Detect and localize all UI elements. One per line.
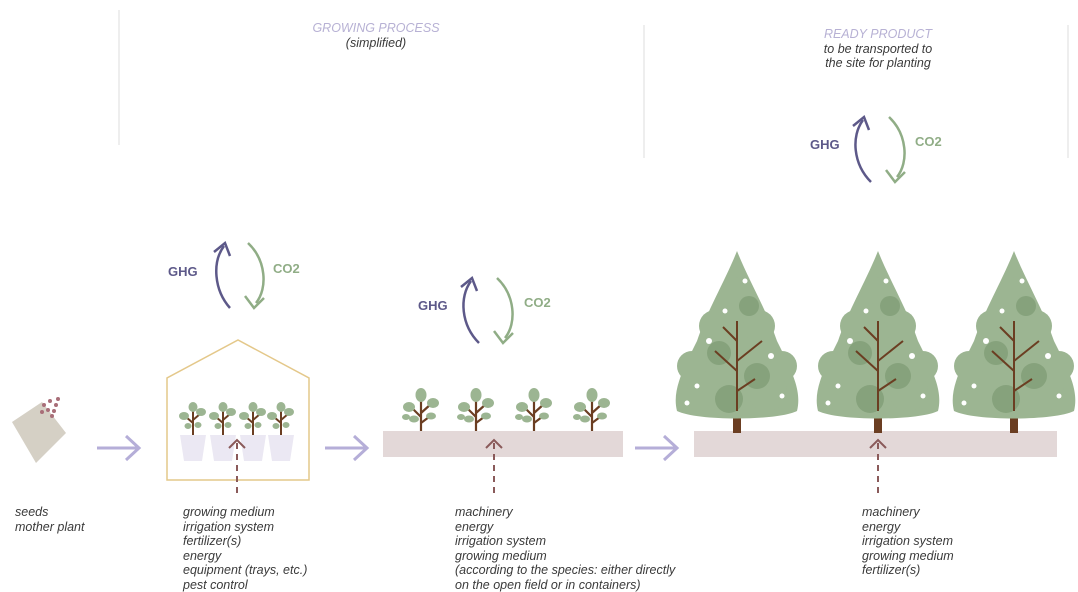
sapling-icon [402, 388, 439, 431]
growing-process-heading: GROWING PROCESS (simplified) [276, 21, 476, 50]
list-item: irrigation system [183, 520, 307, 535]
seed-bag-icon [12, 397, 66, 463]
pot-icon [268, 435, 294, 461]
tree-icon [676, 251, 799, 433]
co2-label: CO2 [273, 261, 300, 276]
ghg-label: GHG [418, 298, 448, 313]
list-item: (according to the species: either direct… [455, 563, 675, 578]
list-item: machinery [862, 505, 954, 520]
co2-arrow-icon [245, 243, 264, 308]
sapling-icon [457, 388, 494, 431]
co2-arrow-icon [886, 117, 905, 182]
ready-product-title: READY PRODUCT [778, 27, 978, 42]
ready-product-heading: READY PRODUCT to be transported to the s… [778, 27, 978, 71]
list-item: pest control [183, 578, 307, 592]
co2-label: CO2 [915, 134, 942, 149]
flow-arrow-icon [325, 436, 367, 460]
seedling-icon [179, 402, 206, 435]
list-item: growing medium [862, 549, 954, 564]
trees-inputs-list: machinery energy irrigation system growi… [862, 505, 954, 578]
tree-icon [953, 251, 1076, 433]
list-item: growing medium [455, 549, 675, 564]
seeds-inputs-list: seeds mother plant [15, 505, 84, 534]
growing-process-subtitle: (simplified) [276, 36, 476, 51]
list-item: irrigation system [862, 534, 954, 549]
list-item: fertilizer(s) [183, 534, 307, 549]
trees-icon [676, 251, 1076, 457]
list-item: on the open field or in containers) [455, 578, 675, 592]
flow-arrow-icon [97, 436, 139, 460]
seedling-icon [239, 402, 266, 435]
ready-product-subtitle-line: the site for planting [778, 56, 978, 71]
sapling-icon [515, 388, 552, 431]
seedling-icon [267, 402, 294, 435]
list-item: growing medium [183, 505, 307, 520]
co2-label: CO2 [524, 295, 551, 310]
ghg-arrow-icon [461, 278, 479, 343]
pot-icon [210, 435, 236, 461]
ghg-arrow-icon [214, 243, 230, 308]
seedling-icon [209, 402, 236, 435]
ghg-arrow-icon [853, 117, 871, 182]
pot-icon [180, 435, 206, 461]
ghg-label: GHG [810, 137, 840, 152]
co2-arrow-icon [494, 278, 513, 343]
ghg-label: GHG [168, 264, 198, 279]
list-item: equipment (trays, etc.) [183, 563, 307, 578]
flow-arrow-icon [635, 436, 677, 460]
list-item: machinery [455, 505, 675, 520]
list-item: seeds [15, 505, 84, 520]
list-item: energy [862, 520, 954, 535]
sapling-icon [573, 388, 610, 431]
growing-process-title: GROWING PROCESS [276, 21, 476, 36]
list-item: fertilizer(s) [862, 563, 954, 578]
list-item: energy [455, 520, 675, 535]
list-item: mother plant [15, 520, 84, 535]
greenhouse-inputs-list: growing medium irrigation system fertili… [183, 505, 307, 592]
field-icon [383, 388, 623, 457]
field-inputs-list: machinery energy irrigation system growi… [455, 505, 675, 592]
list-item: energy [183, 549, 307, 564]
list-item: irrigation system [455, 534, 675, 549]
ready-product-subtitle-line: to be transported to [778, 42, 978, 57]
tree-icon [817, 251, 940, 433]
